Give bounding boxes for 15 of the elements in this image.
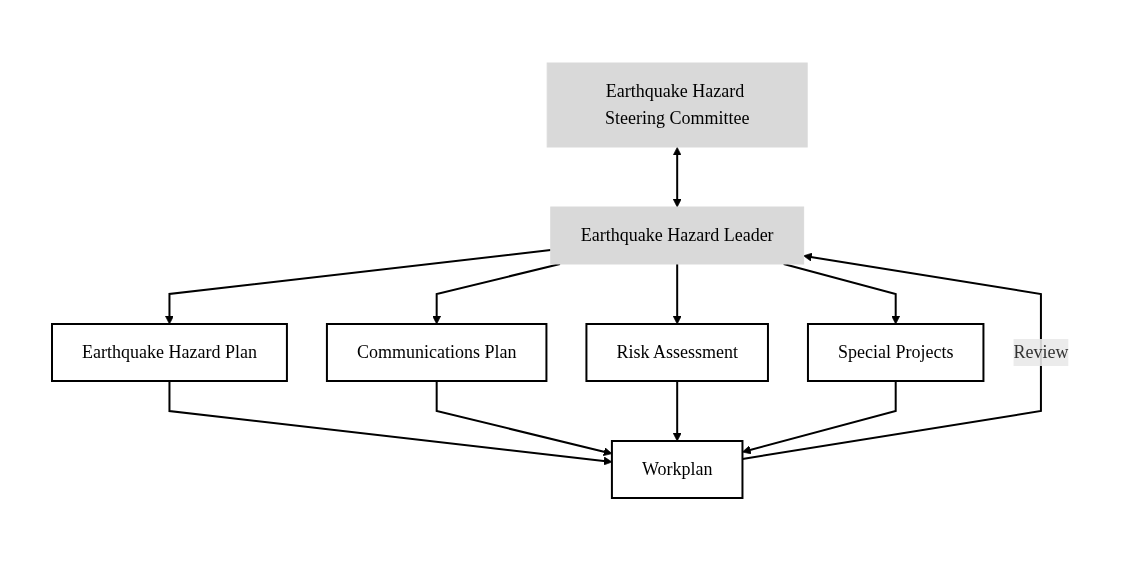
node-box: Communications Plan <box>326 323 548 382</box>
node-box: Risk Assessment <box>585 323 770 382</box>
node-box: Earthquake Hazard Plan <box>51 323 289 382</box>
arrow <box>165 249 552 325</box>
arrow <box>673 147 682 208</box>
arrow <box>673 263 682 325</box>
node-box: Workplan <box>611 440 744 499</box>
node-box: Earthquake Hazard Steering Committee <box>546 62 808 148</box>
arrow <box>168 380 613 466</box>
arrow <box>435 380 613 456</box>
node-box: Special Projects <box>807 323 985 382</box>
arrow <box>742 380 897 455</box>
node-box: Earthquake Hazard Leader <box>550 206 805 265</box>
arrow <box>673 380 682 442</box>
edge-label: Review <box>1013 342 1069 362</box>
